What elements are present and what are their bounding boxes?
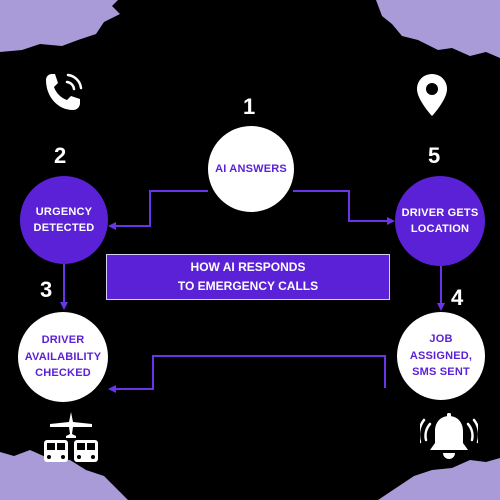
- step-2-urgency-detected-node: URGENCY DETECTED: [20, 176, 108, 264]
- phone-icon: [46, 73, 83, 110]
- title-banner: HOW AI RESPONDS TO EMERGENCY CALLS: [106, 254, 390, 300]
- step-3-driver-availability-node: DRIVER AVAILABILITY CHECKED: [18, 312, 108, 402]
- step-1-number: 1: [243, 94, 256, 119]
- step-3-number: 3: [40, 277, 53, 302]
- step-1-ai-answers-node: AI ANSWERS: [208, 126, 294, 212]
- step-5-number: 5: [428, 143, 441, 168]
- step-5-driver-location-node: DRIVER GETS LOCATION: [395, 176, 485, 266]
- ringing-bell-icon: [420, 413, 478, 459]
- vehicles-icon: [44, 412, 98, 462]
- banner-line-2: TO EMERGENCY CALLS: [177, 279, 319, 293]
- location-pin-icon: [417, 74, 447, 116]
- step-2-number: 2: [54, 143, 67, 168]
- banner-line-1: HOW AI RESPONDS: [190, 260, 306, 275]
- step-4-job-assigned-node: JOB ASSIGNED, SMS SENT: [397, 312, 485, 400]
- step-4-number: 4: [451, 285, 464, 310]
